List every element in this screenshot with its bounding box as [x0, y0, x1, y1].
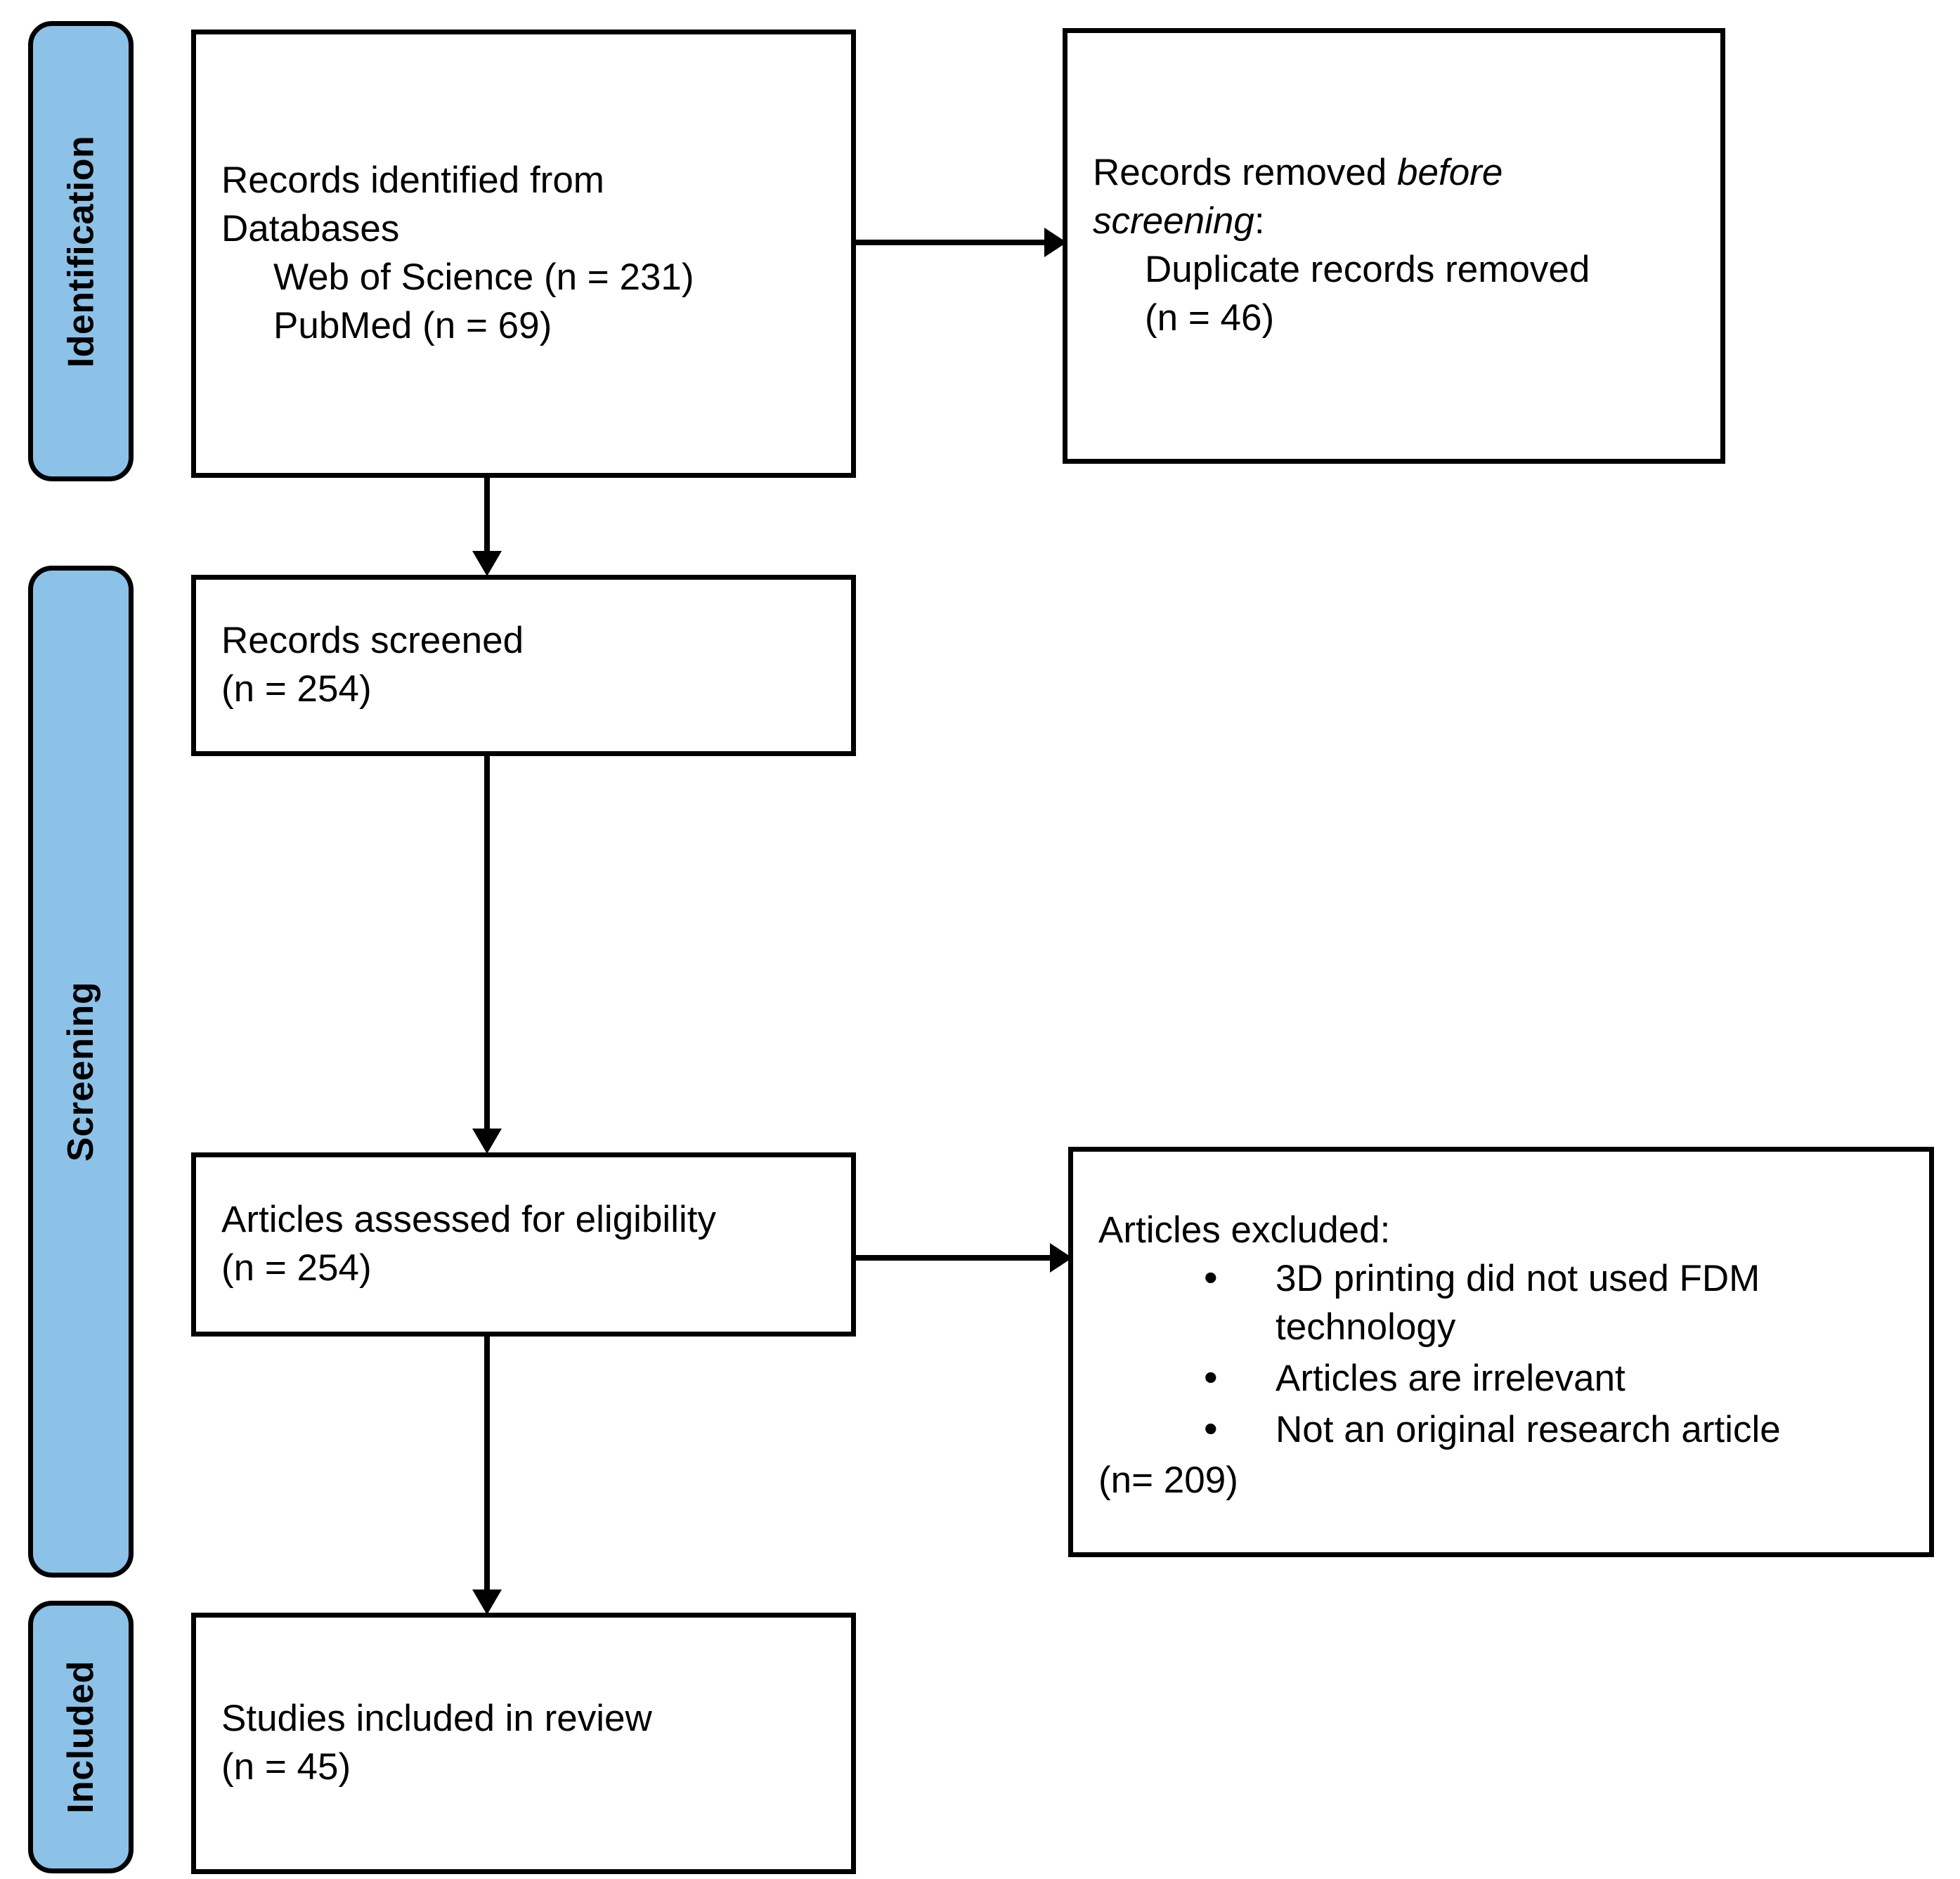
records-identified-text: Records identified from Databases Web of… [221, 157, 826, 351]
records-removed-line2-italic: screening [1093, 200, 1254, 242]
arrow-identified-to-removed [856, 225, 1067, 260]
articles-assessed-line2: (n = 254) [221, 1247, 372, 1289]
records-removed-line1-italic: before [1397, 152, 1503, 194]
records-identified-line1: Records identified from [221, 160, 604, 202]
phase-label-screening: Screening [60, 982, 102, 1162]
records-removed-detail-count: (n = 46) [1145, 297, 1275, 339]
articles-excluded-heading: Articles excluded: [1098, 1209, 1391, 1251]
records-identified-line2: Databases [221, 208, 400, 250]
box-records-screened: Records screened (n = 254) [191, 575, 856, 756]
box-records-removed: Records removed before screening: Duplic… [1063, 28, 1725, 464]
phase-label-identification: Identification [60, 135, 101, 368]
box-studies-included: Studies included in review (n = 45) [191, 1613, 856, 1874]
box-articles-assessed: Articles assessed for eligibility (n = 2… [191, 1152, 856, 1337]
phase-bar-identification: Identification [28, 21, 134, 481]
arrow-assessed-to-included [466, 1337, 508, 1615]
list-item: Articles are irrelevant [1204, 1352, 1904, 1403]
records-removed-text: Records removed before screening: Duplic… [1093, 149, 1695, 343]
articles-excluded-count: (n= 209) [1098, 1459, 1238, 1502]
articles-excluded-reason-list: 3D printing did not used FDM technology … [1098, 1252, 1904, 1457]
studies-included-line2: (n = 45) [221, 1746, 351, 1788]
list-item: 3D printing did not used FDM technology [1204, 1252, 1904, 1352]
records-identified-source-wos: Web of Science (n = 231) [273, 256, 694, 298]
list-item: Not an original research article [1204, 1403, 1904, 1455]
articles-assessed-line1: Articles assessed for eligibility [221, 1199, 716, 1241]
phase-bar-included: Included [28, 1601, 134, 1873]
records-screened-text: Records screened (n = 254) [221, 617, 826, 714]
studies-included-line1: Studies included in review [221, 1698, 652, 1740]
box-articles-excluded: Articles excluded: 3D printing did not u… [1068, 1147, 1934, 1557]
box-records-identified: Records identified from Databases Web of… [191, 30, 856, 478]
records-screened-line1: Records screened [221, 620, 524, 662]
arrow-screened-to-assessed [466, 756, 508, 1154]
arrow-assessed-to-excluded [856, 1240, 1072, 1275]
records-screened-line2: (n = 254) [221, 668, 372, 710]
articles-assessed-text: Articles assessed for eligibility (n = 2… [221, 1196, 826, 1293]
phase-bar-screening: Screening [28, 566, 134, 1578]
records-removed-line1-plain: Records removed [1093, 152, 1398, 194]
phase-label-included: Included [60, 1660, 102, 1814]
records-removed-detail-duplicates: Duplicate records removed [1145, 249, 1590, 290]
records-identified-source-pubmed: PubMed (n = 69) [273, 304, 552, 346]
records-removed-line2-plain: : [1254, 200, 1265, 242]
studies-included-text: Studies included in review (n = 45) [221, 1695, 826, 1792]
arrow-identified-to-screened [466, 478, 508, 576]
